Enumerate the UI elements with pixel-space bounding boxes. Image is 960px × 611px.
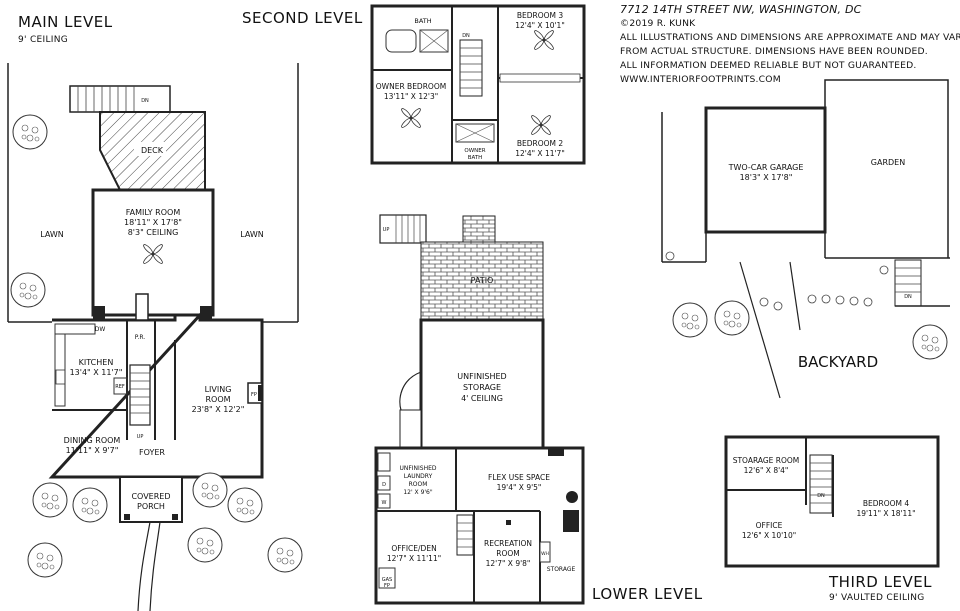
lower-level-title: LOWER LEVEL <box>592 585 703 603</box>
third-level-title: THIRD LEVEL <box>829 573 933 591</box>
owner-bedroom-label: OWNER BEDROOM <box>376 82 446 91</box>
office-label: OFFICE <box>756 521 783 530</box>
gas-fp-label: GAS <box>382 577 392 583</box>
third-level-plan: STOARAGE ROOM 12'6" X 8'4" OFFICE 12'6" … <box>724 435 940 568</box>
foyer-label: FOYER <box>139 448 165 457</box>
owner-bath-label-2: BATH <box>468 155 483 161</box>
owner-bath-label: OWNER <box>464 148 485 154</box>
recreation-room-label-2: ROOM <box>496 549 520 558</box>
disclaimer-line-1: ALL ILLUSTRATIONS AND DIMENSIONS ARE APP… <box>620 32 960 43</box>
storage-room-label: STOARAGE ROOM <box>733 456 800 465</box>
third-level-ceiling: 9' VAULTED CEILING <box>829 593 925 603</box>
disclaimer-line-3: ALL INFORMATION DEEMED RELIABLE BUT NOT … <box>620 60 917 71</box>
second-stairs-dn-label: DN <box>462 33 470 39</box>
laundry-dims: 12' X 9'6" <box>403 489 432 496</box>
fireplace-label: FP <box>251 392 257 398</box>
dryer-label: D <box>382 482 386 488</box>
website: WWW.INTERIORFOOTPRINTS.COM <box>620 74 781 85</box>
flex-space-label: FLEX USE SPACE <box>488 473 550 482</box>
unfinished-storage-ceiling: 4' CEILING <box>461 394 503 403</box>
main-level-ceiling: 9' CEILING <box>18 35 69 45</box>
family-room-label: FAMILY ROOM <box>126 208 181 217</box>
family-room-dims: 18'11" X 17'8" <box>124 218 182 227</box>
flex-space-dims: 19'4" X 9'5" <box>497 483 542 492</box>
owner-bedroom-dims: 13'11" X 12'3" <box>384 92 438 101</box>
backyard-label: BACKYARD <box>798 353 878 371</box>
bedroom4-label: BEDROOM 4 <box>863 499 910 508</box>
laundry-label-2: LAUNDRY <box>404 473 433 480</box>
kitchen-dims: 13'4" X 11'7" <box>70 368 123 377</box>
main-level-plan: DECK LAWN LAWN FAMILY ROOM 18'11" X 17'8… <box>7 63 303 611</box>
copyright: ©2019 R. KUNK <box>620 18 696 29</box>
second-level-plan: BATH BEDROOM 3 12'4" X 10'1" OWNER BEDRO… <box>370 4 586 165</box>
main-level-title: MAIN LEVEL <box>18 13 113 31</box>
porch-label-2: PORCH <box>137 502 165 511</box>
stairs-up-label: UP <box>137 434 144 440</box>
dishwasher-label: DW <box>95 326 106 333</box>
laundry-label: UNFINISHED <box>399 465 436 472</box>
bedroom3-dims: 12'4" X 10'1" <box>515 21 565 30</box>
lawn-left-label: LAWN <box>40 230 64 239</box>
bedroom2-dims: 12'4" X 11'7" <box>515 149 565 158</box>
second-level-title: SECOND LEVEL <box>242 9 363 27</box>
deck-label: DECK <box>141 146 164 155</box>
unfinished-storage-label-2: STORAGE <box>463 383 501 392</box>
info-block: 7712 14TH STREET NW, WASHINGTON, DC ©201… <box>620 3 960 87</box>
washer-label: W <box>382 500 387 506</box>
disclaimer-line-2: FROM ACTUAL STRUCTURE. DIMENSIONS HAVE B… <box>620 46 928 57</box>
lower-stairs-up-label: UP <box>383 227 390 233</box>
garage-label: TWO-CAR GARAGE <box>728 163 804 172</box>
recreation-room-dims: 12'7" X 9'8" <box>486 559 531 568</box>
living-room-dims: 23'8" X 12'2" <box>192 405 245 414</box>
bedroom3-label: BEDROOM 3 <box>517 11 564 20</box>
water-heater-label: WH <box>541 551 549 557</box>
deck-stairs-dn-label: DN <box>141 98 149 104</box>
recreation-room-label: RECREATION <box>484 539 532 548</box>
porch-label: COVERED <box>131 492 170 501</box>
kitchen-label: KITCHEN <box>79 358 114 367</box>
refrigerator-label: REF <box>115 384 125 390</box>
powder-room-label: P.R. <box>135 334 146 341</box>
lawn-right-label: LAWN <box>240 230 264 239</box>
family-room-ceiling: 8'3" CEILING <box>128 228 179 237</box>
bedroom2-label: BEDROOM 2 <box>517 139 564 148</box>
lower-level-plan: PATIO UNFINISHED STORAGE 4' CEILING UNFI… <box>374 214 585 605</box>
patio-label: PATIO <box>471 276 494 285</box>
storage-label: STORAGE <box>547 566 576 573</box>
bedroom4-dims: 19'11" X 18'11" <box>856 509 915 518</box>
garage-dims: 18'3" X 17'8" <box>740 173 793 182</box>
living-room-label-2: ROOM <box>205 395 230 404</box>
laundry-label-3: ROOM <box>409 481 428 488</box>
office-den-dims: 12'7" X 11'11" <box>387 554 441 563</box>
unfinished-storage-label: UNFINISHED <box>457 372 506 381</box>
garage-backyard-plan: TWO-CAR GARAGE 18'3" X 17'8" GARDEN BACK… <box>661 79 950 399</box>
living-room-label: LIVING <box>205 385 232 394</box>
garden-label: GARDEN <box>871 158 905 167</box>
office-dims: 12'6" X 10'10" <box>742 531 796 540</box>
third-stairs-dn-label: DN <box>817 493 825 499</box>
dining-room-label: DINING ROOM <box>64 436 121 445</box>
backyard-stairs-dn-label: DN <box>904 294 912 300</box>
bath-label: BATH <box>414 17 431 25</box>
storage-room-dims: 12'6" X 8'4" <box>744 466 789 475</box>
gas-fp-label-2: FP <box>384 583 390 589</box>
office-den-label: OFFICE/DEN <box>391 544 436 553</box>
dining-room-dims: 11'11" X 9'7" <box>66 446 119 455</box>
address: 7712 14TH STREET NW, WASHINGTON, DC <box>620 3 862 16</box>
